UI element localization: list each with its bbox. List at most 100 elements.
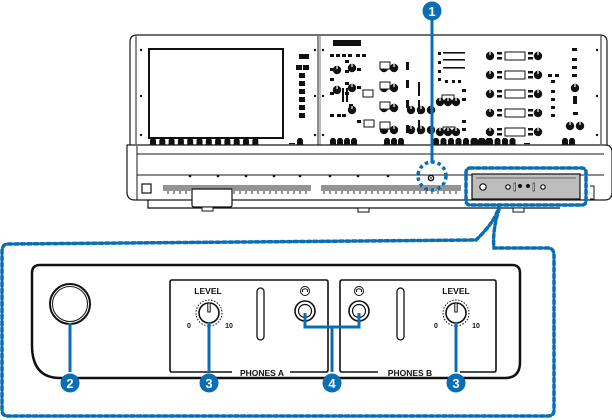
center-controls bbox=[329, 52, 492, 146]
button bbox=[572, 74, 577, 77]
button bbox=[497, 57, 502, 60]
console-phones-panel-mini[interactable] bbox=[471, 173, 581, 200]
slot bbox=[406, 100, 409, 108]
button bbox=[337, 114, 341, 117]
slot bbox=[418, 120, 420, 134]
rail-screw bbox=[272, 174, 276, 178]
button bbox=[348, 54, 352, 57]
button bbox=[357, 68, 361, 71]
button bbox=[356, 54, 360, 57]
callout-3b-number: 3 bbox=[452, 376, 459, 391]
button bbox=[551, 80, 555, 83]
front-left-port bbox=[141, 183, 152, 194]
knob bbox=[533, 89, 543, 99]
slot bbox=[573, 96, 577, 104]
phones-a-label: PHONES A bbox=[240, 368, 284, 378]
knob bbox=[575, 121, 585, 131]
knob bbox=[533, 127, 543, 137]
display bbox=[379, 81, 391, 90]
knob bbox=[485, 127, 495, 137]
phones-b-level-label: LEVEL bbox=[442, 286, 469, 296]
button bbox=[336, 54, 340, 57]
button bbox=[342, 54, 346, 57]
button bbox=[438, 70, 441, 73]
knob bbox=[347, 63, 357, 73]
button bbox=[555, 74, 559, 77]
knob bbox=[451, 127, 461, 137]
knob bbox=[332, 65, 342, 75]
button bbox=[551, 90, 555, 93]
button bbox=[573, 112, 578, 115]
button bbox=[497, 90, 502, 93]
button bbox=[330, 78, 334, 81]
fader-dash bbox=[289, 143, 295, 145]
line bbox=[443, 67, 465, 69]
display bbox=[363, 119, 375, 128]
button bbox=[345, 60, 349, 63]
callout-3-phones-a: 3 bbox=[199, 322, 219, 393]
callout-1-dashed-ring bbox=[416, 160, 448, 192]
display bbox=[379, 101, 391, 110]
phones-b-level-knob[interactable] bbox=[442, 299, 470, 327]
display bbox=[362, 89, 374, 98]
button bbox=[438, 52, 441, 55]
rail-screw bbox=[328, 174, 332, 178]
button bbox=[362, 54, 366, 57]
knob bbox=[389, 63, 399, 73]
knob bbox=[389, 103, 399, 113]
callout-3-phones-b: 3 bbox=[446, 322, 466, 393]
button bbox=[528, 57, 533, 60]
button bbox=[345, 70, 349, 73]
button bbox=[342, 114, 346, 117]
button bbox=[330, 54, 334, 57]
detail-panel: PHONES A LEVEL 0 10 PHONES B bbox=[30, 263, 522, 380]
button bbox=[438, 78, 441, 81]
front-handle bbox=[191, 188, 233, 208]
knob bbox=[485, 51, 495, 61]
button bbox=[497, 71, 502, 74]
phones-a-level-label: LEVEL bbox=[194, 286, 221, 296]
callout-1-number: 1 bbox=[428, 4, 435, 19]
button bbox=[497, 52, 502, 55]
knob bbox=[443, 127, 453, 137]
knob bbox=[389, 125, 399, 135]
button bbox=[528, 133, 533, 136]
knob bbox=[347, 105, 357, 115]
rail-screw bbox=[356, 174, 360, 178]
slot bbox=[418, 100, 420, 114]
knob bbox=[347, 83, 357, 93]
button bbox=[462, 120, 466, 123]
phones-b-headphones-icon bbox=[354, 286, 364, 296]
button bbox=[452, 80, 455, 83]
knob bbox=[485, 70, 495, 80]
button bbox=[572, 48, 577, 51]
button bbox=[445, 80, 448, 83]
knob bbox=[435, 127, 445, 137]
knob bbox=[533, 108, 543, 118]
button bbox=[497, 128, 502, 131]
phones-a-headphones-icon bbox=[300, 286, 310, 296]
line bbox=[443, 59, 465, 61]
knob bbox=[485, 89, 495, 99]
button bbox=[438, 61, 441, 64]
button bbox=[497, 76, 502, 79]
fader-dash bbox=[524, 143, 530, 145]
display bbox=[504, 89, 526, 99]
vent-grille bbox=[163, 185, 461, 194]
display bbox=[379, 61, 391, 70]
touch-screen bbox=[148, 48, 284, 139]
knob bbox=[485, 108, 495, 118]
button bbox=[548, 74, 552, 77]
phones-a-scale-min: 0 bbox=[187, 323, 191, 330]
button bbox=[357, 86, 361, 89]
phones-a-section: PHONES A LEVEL 0 10 bbox=[169, 279, 329, 378]
knob bbox=[533, 70, 543, 80]
slot bbox=[406, 125, 409, 133]
brand-logo bbox=[333, 40, 361, 46]
slot bbox=[406, 80, 409, 88]
button bbox=[330, 92, 334, 95]
button bbox=[528, 95, 533, 98]
phones-a-indicator-slot bbox=[256, 287, 265, 341]
callout-4-number: 4 bbox=[328, 376, 336, 391]
display bbox=[379, 121, 391, 130]
